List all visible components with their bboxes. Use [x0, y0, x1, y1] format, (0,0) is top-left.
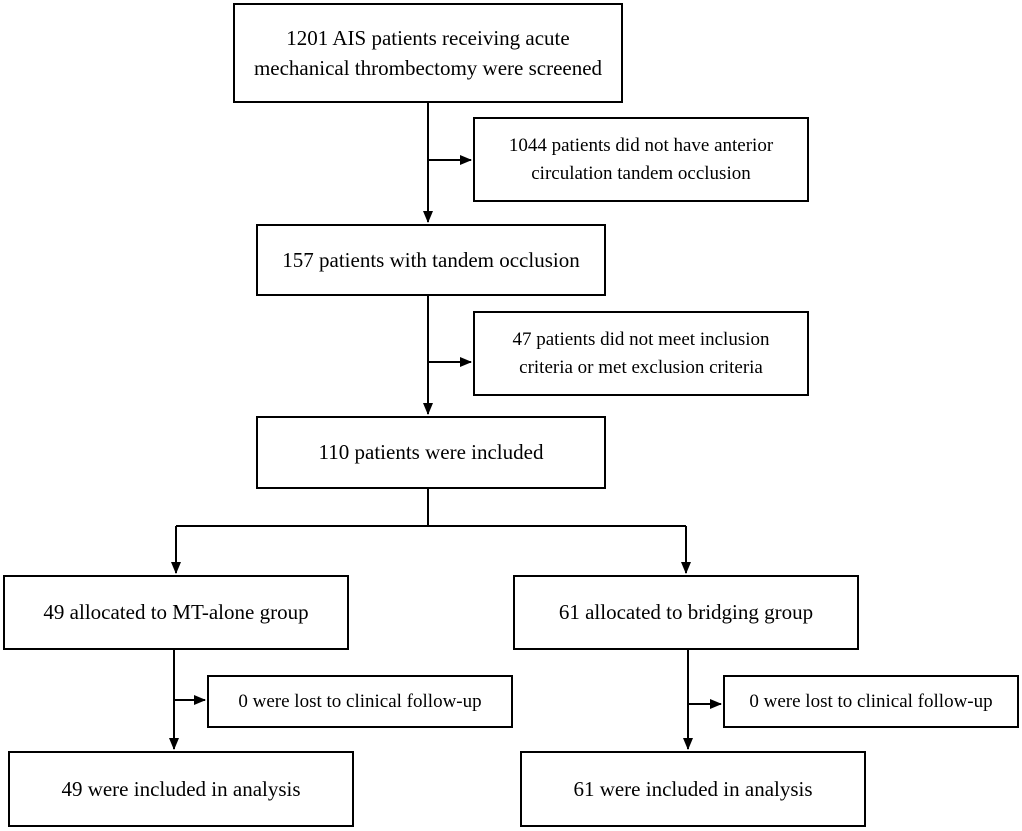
- bridging-group-text: 61 allocated to bridging group: [558, 600, 814, 625]
- tandem-occlusion-text: 157 patients with tandem occlusion: [282, 247, 580, 272]
- included-box: 110 patients were included: [256, 416, 606, 489]
- excluded-no-tandem-text: 1044 patients did not have anterior circ…: [508, 134, 774, 184]
- included-text: 110 patients were included: [318, 440, 544, 465]
- excluded-criteria-box: 47 patients did not meet inclusion crite…: [473, 311, 809, 396]
- analysis-mt-alone-text: 49 were included in analysis: [61, 776, 301, 801]
- analysis-bridging-text: 61 were included in analysis: [573, 776, 813, 801]
- analysis-mt-alone-box: 49 were included in analysis: [8, 751, 354, 827]
- screened-text: 1201 AIS patients receiving acute mechan…: [253, 25, 603, 80]
- bridging-group-box: 61 allocated to bridging group: [513, 575, 859, 650]
- lost-followup-bridging-text: 0 were lost to clinical follow-up: [749, 690, 993, 712]
- excluded-no-tandem-box: 1044 patients did not have anterior circ…: [473, 117, 809, 202]
- mt-alone-group-box: 49 allocated to MT-alone group: [3, 575, 349, 650]
- mt-alone-group-text: 49 allocated to MT-alone group: [43, 600, 309, 625]
- lost-followup-mt-alone-box: 0 were lost to clinical follow-up: [207, 675, 513, 728]
- lost-followup-mt-alone-text: 0 were lost to clinical follow-up: [238, 690, 482, 712]
- tandem-occlusion-box: 157 patients with tandem occlusion: [256, 224, 606, 296]
- analysis-bridging-box: 61 were included in analysis: [520, 751, 866, 827]
- screened-box: 1201 AIS patients receiving acute mechan…: [233, 3, 623, 103]
- lost-followup-bridging-box: 0 were lost to clinical follow-up: [723, 675, 1019, 728]
- excluded-criteria-text: 47 patients did not meet inclusion crite…: [512, 328, 770, 378]
